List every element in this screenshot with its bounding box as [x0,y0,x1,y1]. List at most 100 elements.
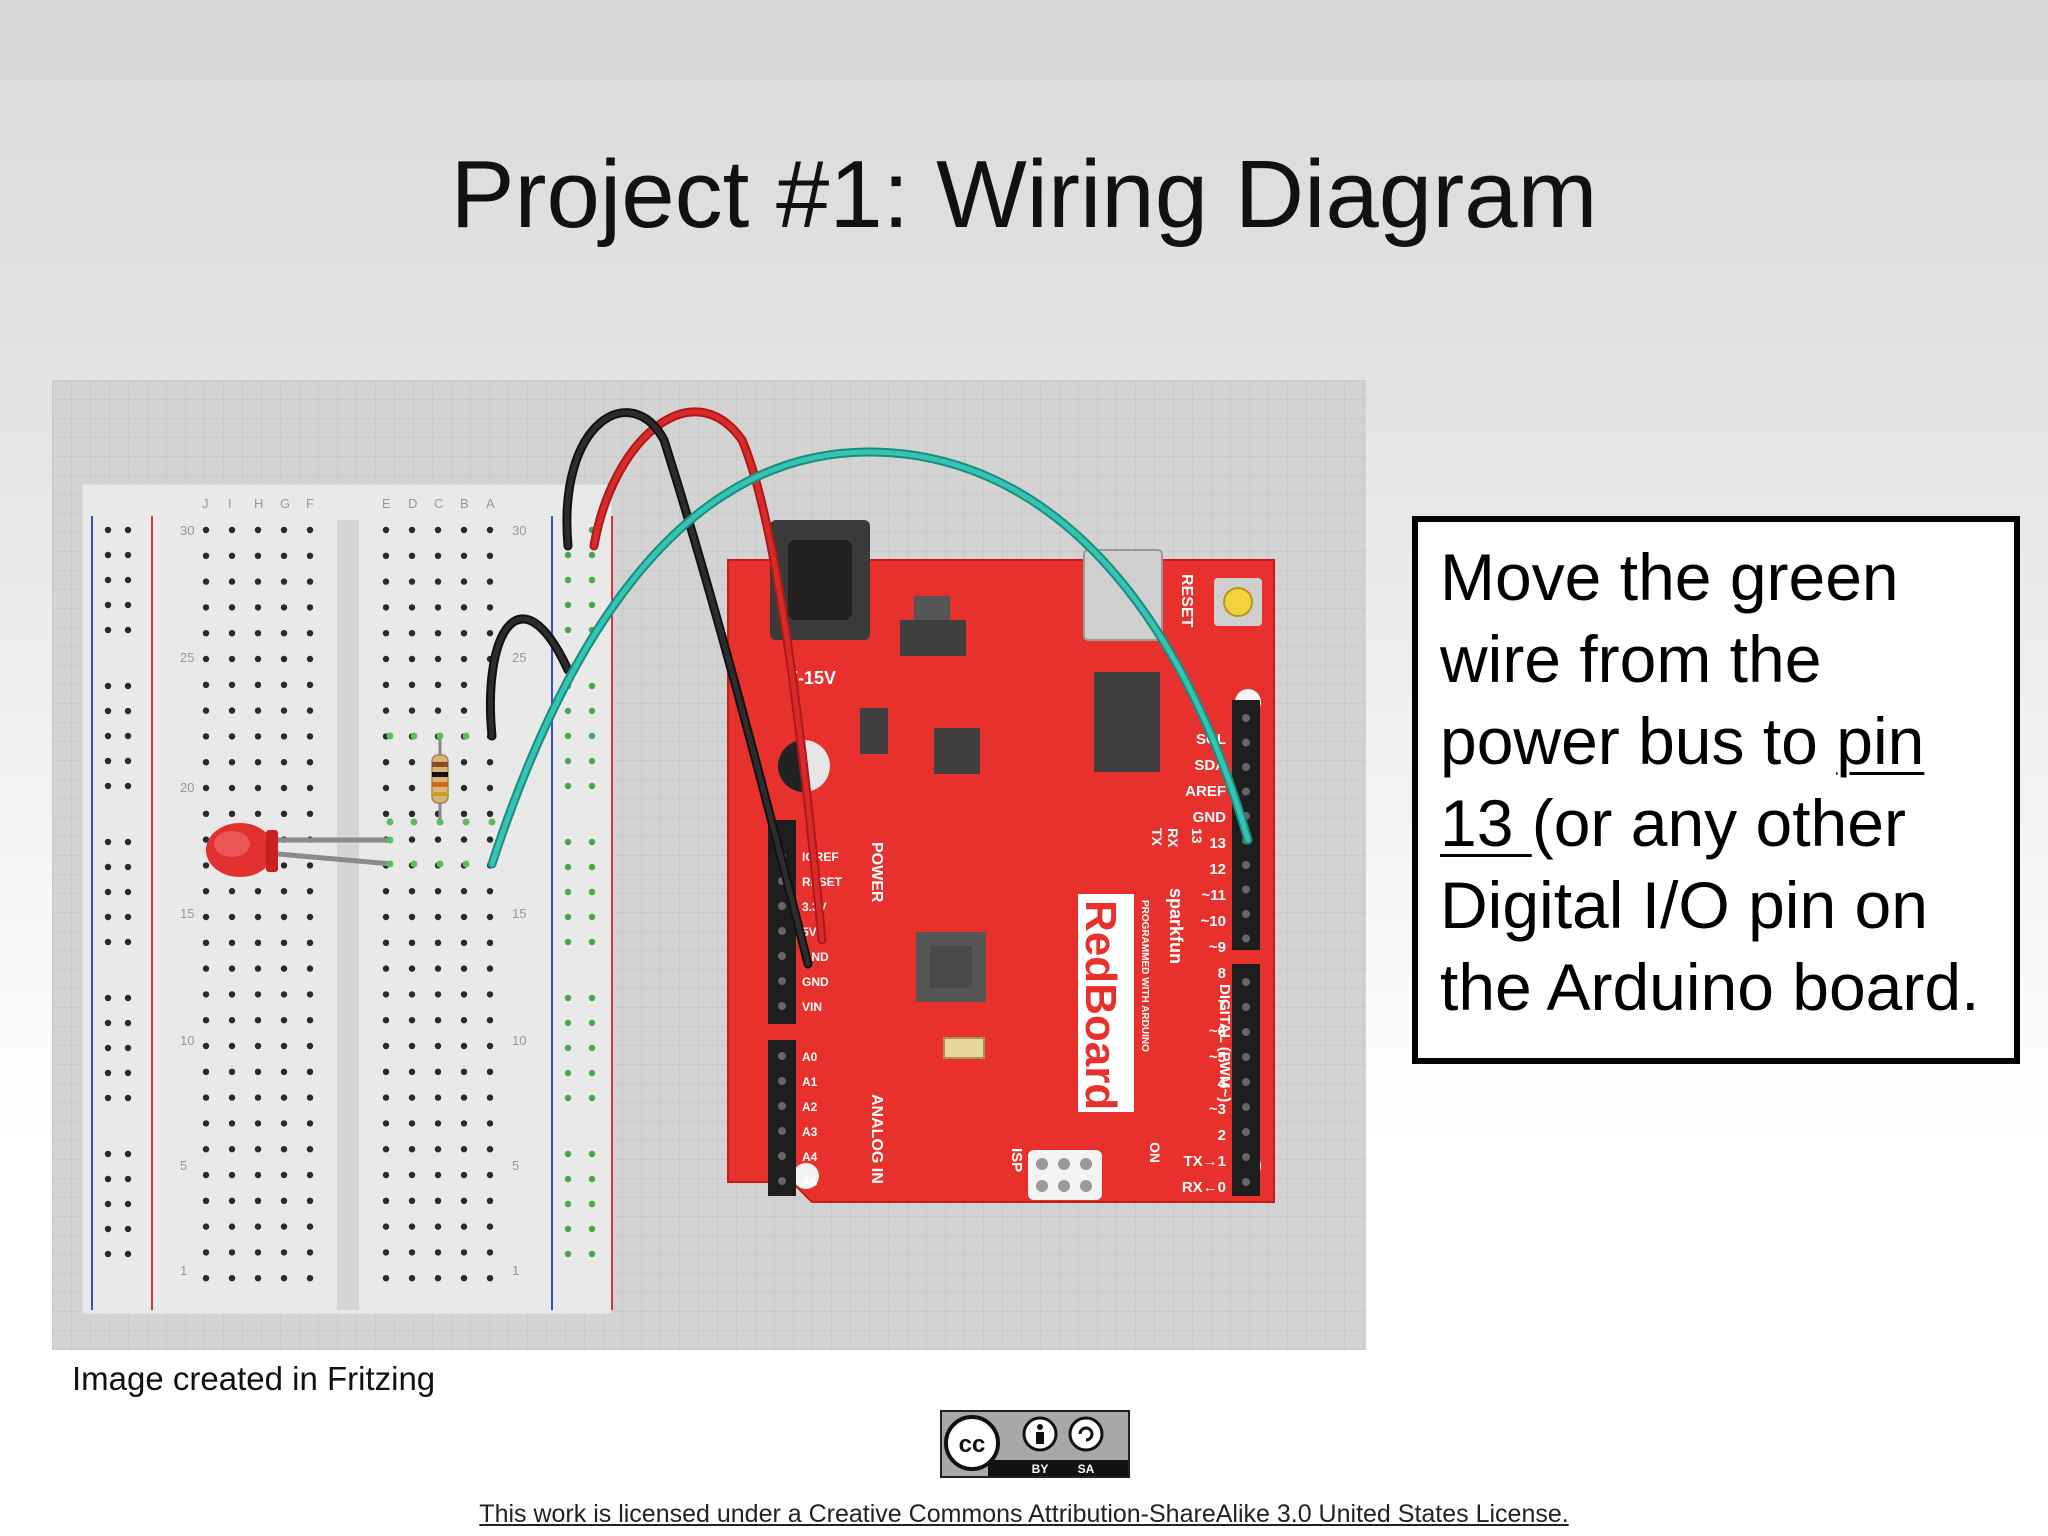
breadboard-hole [460,913,468,921]
breadboard-hole [228,552,236,559]
top-pin-label: AREF [1185,783,1226,800]
breadboard-hole [202,1197,210,1204]
breadboard-hole [228,630,236,637]
breadboard-hole [408,681,416,688]
breadboard-hole [202,991,210,998]
breadboard-hole [382,578,390,585]
digital-header-label: DIGITAL (PWM~) [1216,984,1233,1102]
rail-hole [564,863,572,871]
breadboard-hole [460,1042,468,1050]
rail-hole [588,1200,596,1208]
breadboard-hole [202,552,210,559]
breadboard-hole [254,1120,262,1127]
breadboard-hole [306,1042,314,1050]
breadboard-hole [382,1042,390,1050]
rail-hole [564,1175,572,1183]
callout-pin-link: pin 13 [1440,704,1925,860]
isp-label: ISP [1008,1148,1025,1172]
breadboard-hole [460,759,468,766]
breadboard-hole [280,939,288,946]
power-pin-label: IOREF [802,850,839,864]
breadboard-hole [202,526,210,534]
breadboard-hole [306,1120,314,1127]
breadboard-hole [460,526,468,534]
breadboard-hole [202,578,210,585]
breadboard-hole [306,939,314,946]
breadboard-hole [228,733,236,740]
rail-hole [588,576,596,584]
breadboard-hole [460,1068,468,1075]
breadboard-hole [280,1171,288,1179]
breadboard-hole [280,552,288,559]
breadboard-hole [486,526,494,534]
license-link[interactable]: This work is licensed under a Creative C… [479,1500,1569,1528]
header-pin [778,902,786,910]
rail-hole [104,757,112,765]
breadboard-hole [486,1042,494,1050]
breadboard-hole [408,1249,416,1256]
rail-hole [588,994,596,1002]
breadboard-hole [460,888,468,895]
breadboard-hole [486,630,494,637]
breadboard-hole [202,784,210,792]
breadboard-hole [382,552,390,559]
row-number: 25 [180,650,194,665]
rail-hole [124,1044,132,1052]
breadboard-hole [408,1120,416,1127]
rail-hole [564,551,572,559]
breadboard-hole [434,1197,442,1204]
cc-by-sa-badge[interactable]: cc BY SA [940,1410,1130,1480]
top-pin-label: GND [1193,809,1227,826]
breadboard-hole [254,1068,262,1075]
col-letter: E [382,496,391,511]
rail-hole [564,601,572,609]
breadboard-hole [408,1275,416,1282]
header-pin [1242,1178,1250,1186]
breadboard-hole [434,1146,442,1153]
breadboard-hole [280,965,288,972]
breadboard-hole [228,1146,236,1153]
slide-title: Project #1: Wiring Diagram [450,141,1598,248]
breadboard-hole [202,759,210,766]
header-pin [1242,763,1250,771]
power-pin-label: RESET [802,875,843,889]
breadboard-hole [434,939,442,946]
rail-hole [104,994,112,1002]
breadboard-hole [202,733,210,740]
breadboard-hole [306,965,314,972]
rail-hole [104,1225,112,1233]
breadboard-hole [434,578,442,585]
rail-hole [124,526,132,534]
breadboard-hole [460,991,468,998]
logo-board: Board [1076,983,1125,1110]
breadboard-hole [486,810,494,817]
analog-pin-label: A4 [802,1150,818,1164]
breadboard-hole [254,1249,262,1256]
breadboard-hole [280,1146,288,1153]
header-pin [1242,1028,1250,1036]
power-pin-label: 5V [802,925,817,939]
led [206,823,393,877]
breadboard-hole [228,1249,236,1256]
breadboard-hole [306,1223,314,1230]
rail-hole [124,782,132,790]
breadboard-hole [460,707,468,714]
breadboard-hole [460,604,468,611]
rail-hole [124,1069,132,1077]
rail-hole [124,1250,132,1258]
rail-hole [588,888,596,896]
breadboard-hole [228,991,236,998]
redboard-logo: RedBoard PROGRAMMED WITH ARDUINO [1076,894,1150,1112]
breadboard-hole [408,604,416,611]
breadboard-hole [434,1275,442,1282]
header-pin [778,1152,786,1160]
rail-hole [104,1250,112,1258]
breadboard-hole [434,681,442,688]
rail-hole [124,1225,132,1233]
power-pin-label: VIN [802,1000,822,1014]
header-pin [778,927,786,935]
breadboard-hole [254,1275,262,1282]
header-pin [1242,885,1250,894]
callout-text-2: (or any other Digital I/O pin on the Ard… [1440,786,1980,1024]
rail-hole [564,838,572,846]
